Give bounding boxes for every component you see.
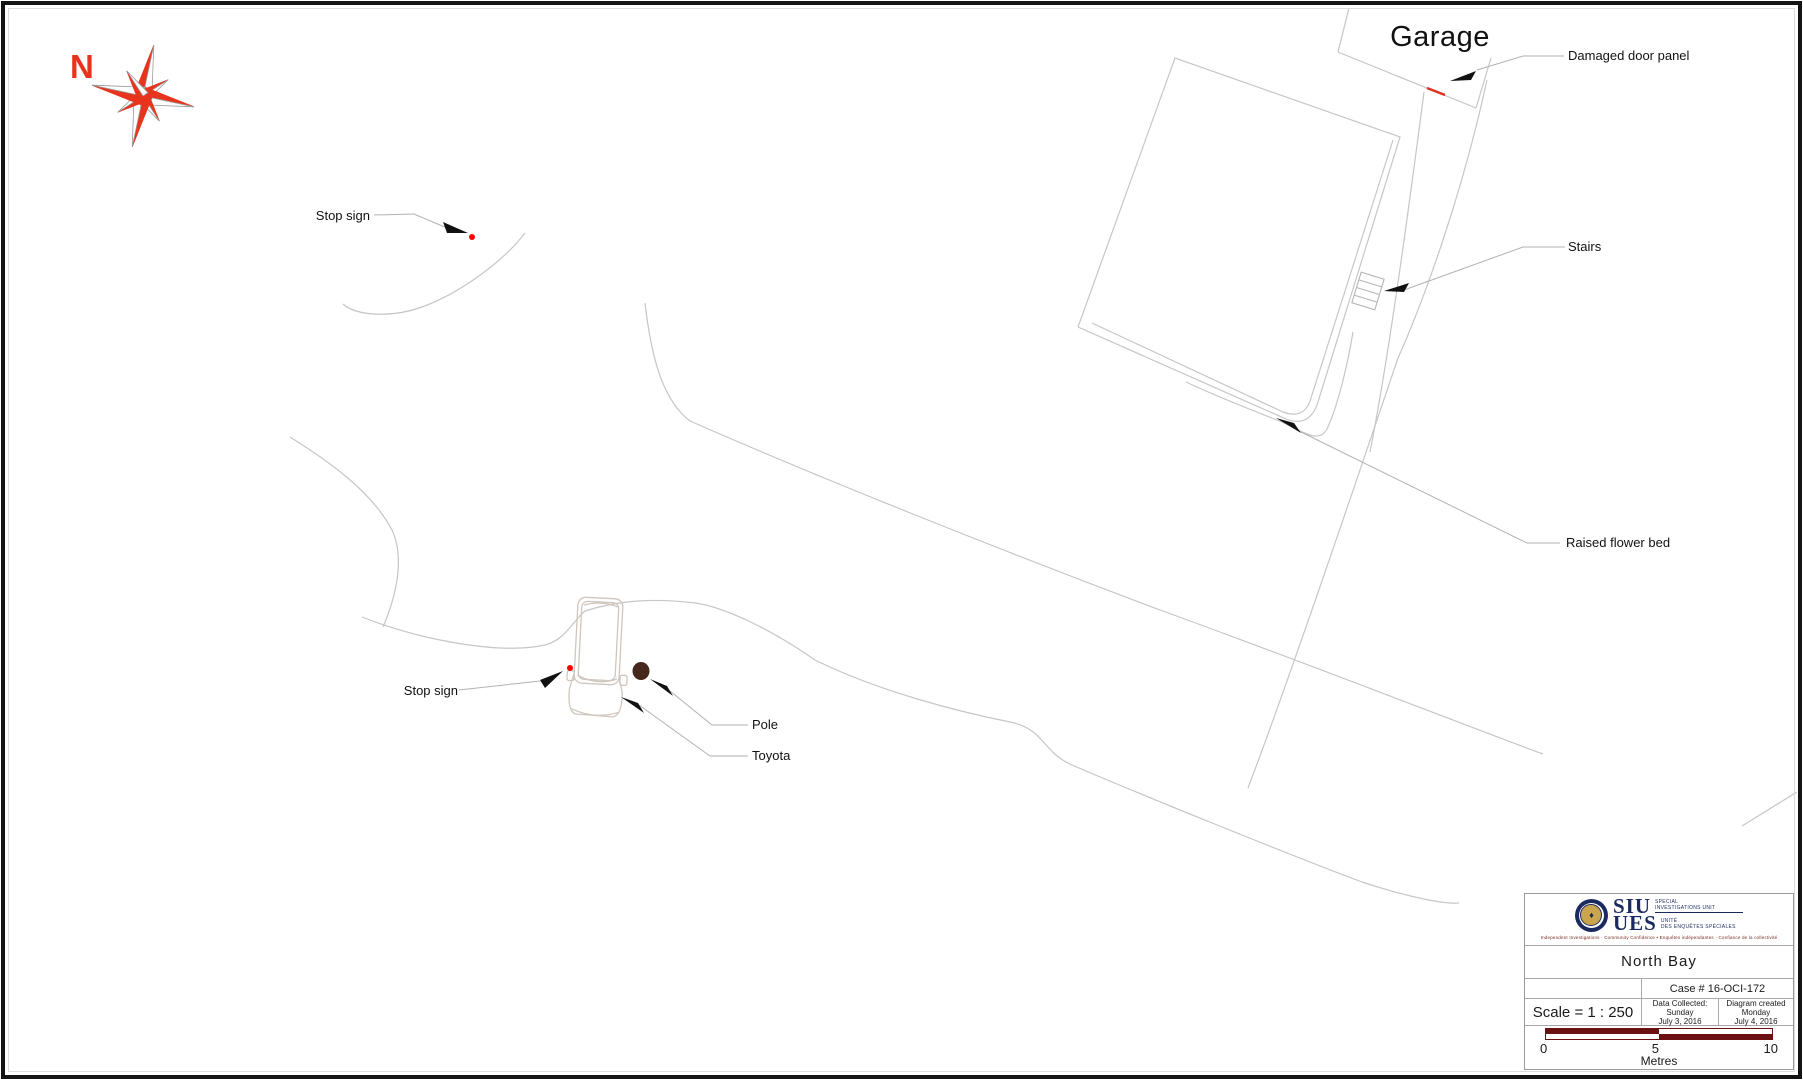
arrow-toyota bbox=[621, 697, 644, 713]
pole-label: Pole bbox=[752, 717, 779, 732]
leader-flower-bed bbox=[1298, 430, 1560, 544]
logo-siu-text: SIU bbox=[1612, 894, 1652, 919]
road-diagonal bbox=[644, 302, 1544, 755]
logo-name-en-1: Special bbox=[1655, 899, 1679, 906]
arrow-stairs bbox=[1384, 283, 1409, 292]
garage-label: Garage bbox=[1390, 21, 1490, 53]
scale-tick-0: 0 bbox=[1540, 1041, 1548, 1056]
leader-arrowheads bbox=[443, 71, 1476, 713]
driveway-edge-right bbox=[1247, 79, 1488, 789]
logo-name-fr-1: Unité bbox=[1660, 917, 1678, 924]
arrow-pole bbox=[650, 679, 673, 696]
road-curve-left bbox=[289, 436, 399, 628]
arrow-flower-bed bbox=[1276, 418, 1301, 433]
stairs-label: Stairs bbox=[1568, 239, 1602, 254]
stairs-symbol bbox=[1351, 271, 1385, 311]
logo-ues-text: UES bbox=[1612, 911, 1657, 936]
arrow-damaged-door bbox=[1450, 71, 1476, 81]
damaged-door-panel-mark bbox=[1426, 86, 1446, 97]
leader-stop-sign-top bbox=[373, 213, 448, 229]
siu-logo: ♦ SIU Special Investigations Unit UES bbox=[1525, 894, 1793, 946]
scale-bar: 0 5 10 Metres bbox=[1525, 1026, 1793, 1069]
scale-tick-5: 5 bbox=[1651, 1041, 1659, 1056]
leader-stairs bbox=[1403, 246, 1565, 291]
house-outer-wall bbox=[1077, 57, 1401, 422]
data-collected-date: Data Collected: Sunday July 3, 2016 bbox=[1642, 999, 1719, 1026]
stop-sign-marker-top bbox=[469, 234, 475, 240]
logo-name-fr-2: des enquêtes spéciales bbox=[1660, 923, 1736, 930]
arrow-stop-sign-top bbox=[443, 222, 468, 233]
road-diagonal-segment bbox=[1741, 791, 1798, 827]
scale-value: Scale = 1 : 250 bbox=[1525, 999, 1642, 1025]
scale-unit: Metres bbox=[1640, 1054, 1678, 1068]
logo-tagline: Independent Investigations · Community C… bbox=[1540, 935, 1778, 941]
stop-sign-label-top: Stop sign bbox=[315, 208, 370, 223]
diagram-created-date: Diagram created Monday July 4, 2016 bbox=[1726, 998, 1786, 1026]
house-outline bbox=[1077, 57, 1401, 422]
scale-tick-10: 10 bbox=[1763, 1041, 1778, 1056]
garage-right-wall bbox=[1475, 57, 1492, 109]
road-edges bbox=[289, 79, 1798, 904]
title-block: ♦ SIU Special Investigations Unit UES bbox=[1524, 893, 1794, 1070]
pole-marker bbox=[632, 662, 650, 680]
stop-sign-label-bottom: Stop sign bbox=[403, 683, 458, 698]
road-curve-vehicle bbox=[361, 599, 1460, 904]
flower-bed-curve bbox=[1185, 331, 1354, 437]
north-label: N bbox=[70, 48, 94, 85]
toyota-vehicle bbox=[566, 596, 628, 718]
siu-badge-icon: ♦ bbox=[1574, 898, 1608, 932]
logo-name-en-2: Investigations Unit bbox=[1655, 905, 1716, 912]
garage-front-wall bbox=[1337, 51, 1477, 109]
road-arc-top-left bbox=[342, 232, 526, 315]
damaged-door-panel-label: Damaged door panel bbox=[1568, 48, 1690, 63]
leader-lines bbox=[373, 55, 1565, 757]
case-row-empty-cell bbox=[1525, 979, 1642, 998]
arrow-stop-sign-bottom bbox=[540, 671, 563, 688]
stop-sign-marker-bottom bbox=[567, 665, 573, 671]
region-name: North Bay bbox=[1525, 946, 1793, 980]
leader-pole bbox=[669, 690, 748, 726]
toyota-label: Toyota bbox=[752, 748, 791, 763]
leader-stop-sign-bottom bbox=[458, 680, 541, 691]
case-number: Case # 16-OCI-172 bbox=[1669, 982, 1766, 995]
house-inner-wall bbox=[1091, 139, 1394, 415]
leader-toyota bbox=[638, 704, 748, 757]
raised-flower-bed-label: Raised flower bed bbox=[1566, 535, 1671, 550]
leader-damaged-door bbox=[1476, 55, 1564, 71]
compass-rose bbox=[91, 44, 195, 148]
garage-left-wall bbox=[1337, 7, 1350, 53]
